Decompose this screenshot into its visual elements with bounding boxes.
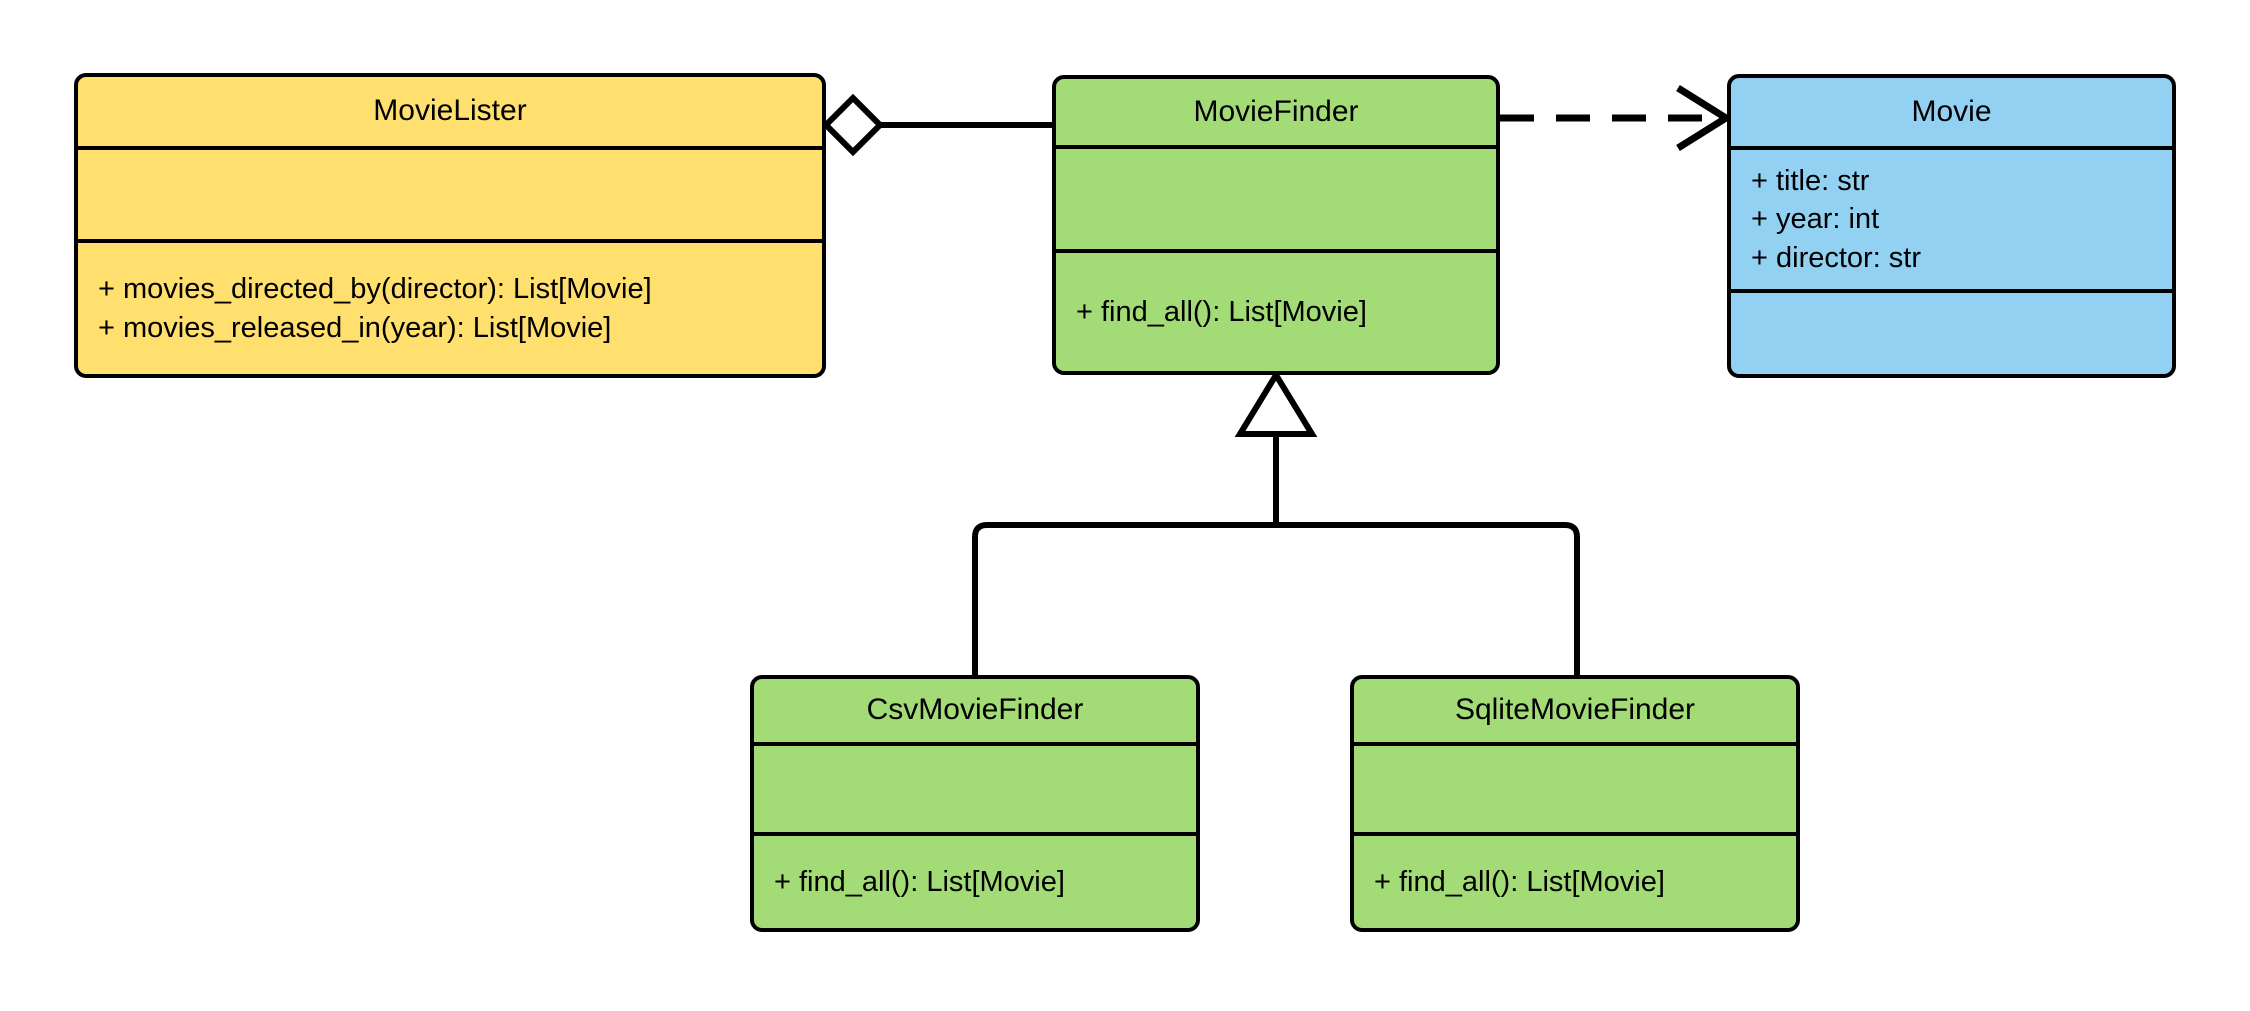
class-box-csvmoviefinder[interactable]: CsvMovieFinder + find_all(): List[Movie] (750, 675, 1200, 932)
hollow-triangle-icon (1234, 369, 1318, 437)
class-name-sqlitemoviefinder: SqliteMovieFinder (1454, 693, 1696, 727)
operation-item: + find_all(): List[Movie] (1076, 295, 1367, 328)
operations-compartment-csvmoviefinder: + find_all(): List[Movie] (754, 832, 1196, 928)
class-name-moviefinder: MovieFinder (1193, 94, 1359, 128)
class-name-movielister: MovieLister (373, 94, 527, 128)
operations-compartment-moviefinder: + find_all(): List[Movie] (1056, 249, 1496, 371)
attributes-compartment-moviefinder (1056, 145, 1496, 249)
operation-item: + movies_directed_by(director): List[Mov… (98, 273, 652, 306)
generalization-branch-bus (972, 522, 1580, 675)
hollow-diamond-icon (821, 93, 885, 157)
class-name-csvmoviefinder: CsvMovieFinder (866, 693, 1084, 727)
attribute-item: + year: int (1751, 203, 1880, 236)
operation-item: + find_all(): List[Movie] (1374, 865, 1665, 898)
open-arrow-icon (1676, 85, 1733, 151)
generalization-tree[interactable] (972, 369, 1580, 675)
class-box-movielister[interactable]: MovieLister + movies_directed_by(directo… (74, 73, 826, 378)
operations-compartment-movielister: + movies_directed_by(director): List[Mov… (78, 239, 822, 374)
operations-compartment-movie (1731, 289, 2172, 374)
operation-item: + movies_released_in(year): List[Movie] (98, 311, 612, 344)
dependency-moviefinder-movie[interactable] (1500, 85, 1733, 151)
class-box-moviefinder[interactable]: MovieFinder + find_all(): List[Movie] (1052, 75, 1500, 375)
class-name-movie: Movie (1911, 94, 1992, 128)
attributes-compartment-csvmoviefinder (754, 742, 1196, 832)
attribute-item: + director: str (1751, 241, 1922, 274)
attributes-compartment-sqlitemoviefinder (1354, 742, 1796, 832)
attribute-item: + title: str (1751, 165, 1870, 198)
aggregation-movielister-moviefinder[interactable] (821, 93, 1052, 157)
class-box-sqlitemoviefinder[interactable]: SqliteMovieFinder + find_all(): List[Mov… (1350, 675, 1800, 932)
attributes-compartment-movielister (78, 146, 822, 239)
attributes-compartment-movie: + title: str + year: int + director: str (1731, 146, 2172, 289)
operation-item: + find_all(): List[Movie] (774, 865, 1065, 898)
class-box-movie[interactable]: Movie + title: str + year: int + directo… (1727, 74, 2176, 378)
operations-compartment-sqlitemoviefinder: + find_all(): List[Movie] (1354, 832, 1796, 928)
